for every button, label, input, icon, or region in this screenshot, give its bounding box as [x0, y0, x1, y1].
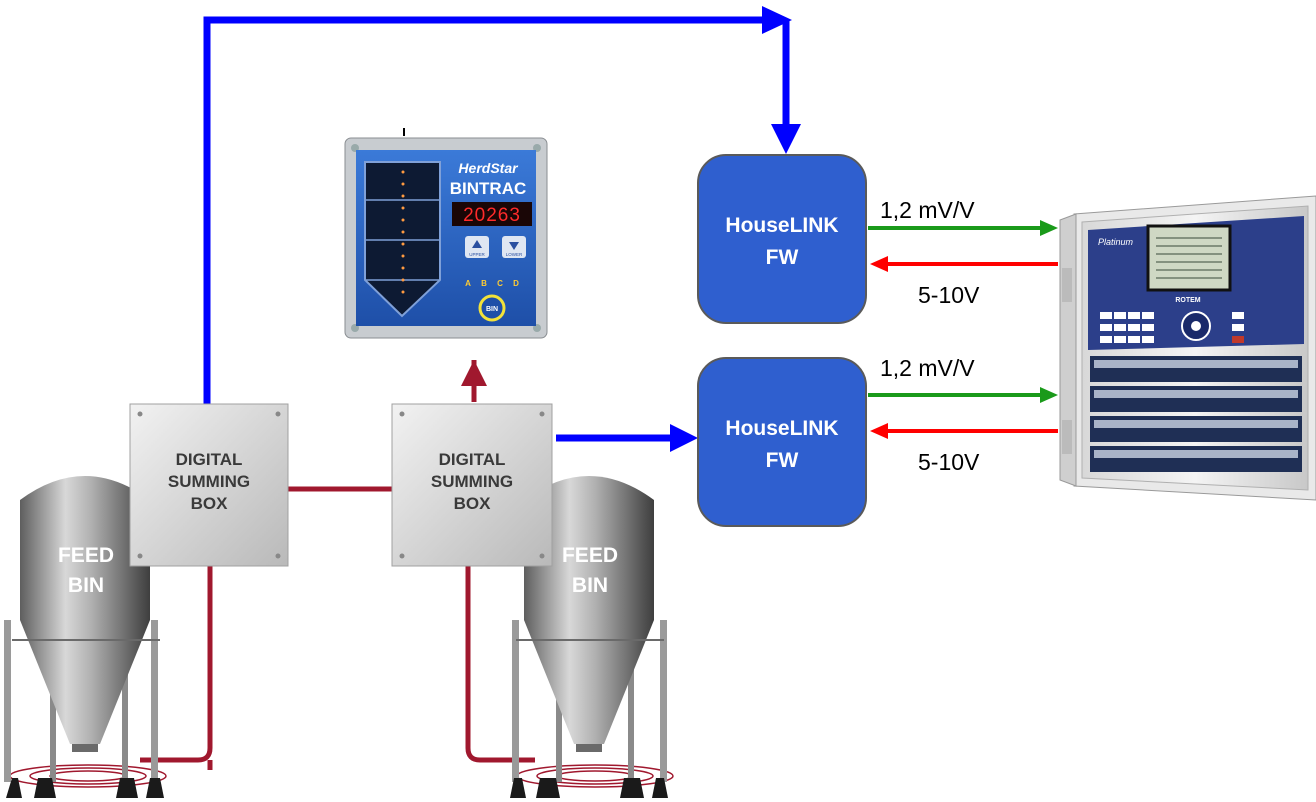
- houselink-bottom: HouseLINK FW: [697, 357, 867, 527]
- controller-terminal-rows: [1090, 356, 1302, 472]
- bintrac-bin-button[interactable]: [478, 294, 506, 322]
- arrow-right-icon: [762, 6, 792, 34]
- feed-bin-right: FEED BIN: [510, 476, 668, 798]
- summing-box-label-line3: BOX: [191, 494, 229, 513]
- houselink-top: HouseLINK FW: [697, 154, 867, 324]
- out-signal-label: 1,2 mV/V: [880, 355, 975, 381]
- out-signal-label: 1,2 mV/V: [880, 197, 975, 223]
- summing-box-label-line1: DIGITAL: [439, 450, 506, 469]
- bintrac-display-icon: HerdStar BINTRAC 20263 UPPER LOWER A B C…: [344, 128, 548, 339]
- bintrac-upper-label: UPPER: [469, 252, 485, 257]
- controller-icon: Platinum ROTEM: [1059, 195, 1316, 501]
- bintrac-bin-button-label: BIN: [486, 306, 498, 313]
- arrow-down-icon: [771, 124, 801, 154]
- bintrac-lower-label: LOWER: [506, 252, 523, 257]
- feed-bin-label-line2: BIN: [572, 574, 608, 597]
- houselink-label-line2: FW: [766, 449, 799, 472]
- summing-box-icon: [391, 403, 553, 567]
- load-cell-rings: [9, 764, 674, 788]
- signal-arrows-top: 1,2 mV/V 5-10V: [868, 197, 1058, 308]
- houselink-label-line1: HouseLINK: [725, 214, 838, 237]
- feed-bin-label-line2: BIN: [68, 574, 104, 597]
- signal-arrows-bottom: 1,2 mV/V 5-10V: [868, 355, 1058, 475]
- feed-bin-icon: [510, 476, 668, 798]
- arrow-up-icon: [461, 360, 487, 386]
- bintrac-product: BINTRAC: [450, 179, 527, 198]
- bintrac-brand: HerdStar: [458, 160, 519, 176]
- houselink-label-line1: HouseLINK: [725, 417, 838, 440]
- feed-bin-label-line1: FEED: [562, 544, 618, 567]
- right-silo-cable: [465, 566, 535, 763]
- bintrac-bin-letter: C: [497, 279, 503, 288]
- arrow-left-icon: [870, 256, 888, 272]
- arrow-right-icon: [670, 424, 698, 452]
- data-lines: [203, 16, 790, 442]
- summing-box-label-line3: BOX: [454, 494, 492, 513]
- summing-box-label-line2: SUMMING: [431, 472, 513, 491]
- houselink-label-line2: FW: [766, 246, 799, 269]
- feed-bin-label-line1: FEED: [58, 544, 114, 567]
- feed-bin-left: FEED BIN: [4, 476, 164, 798]
- bintrac-readout: 20263: [463, 205, 521, 226]
- in-signal-label: 5-10V: [918, 449, 980, 475]
- summing-box-left: DIGITAL SUMMING BOX: [129, 403, 289, 567]
- left-silo-cable: [140, 566, 213, 763]
- summing-box-right: DIGITAL SUMMING BOX: [391, 403, 553, 567]
- summing-box-label-line1: DIGITAL: [176, 450, 243, 469]
- feed-bin-icon: [4, 476, 164, 798]
- bintrac-bin-letter: D: [513, 279, 519, 288]
- bintrac-bin-letter: B: [481, 279, 487, 288]
- summing-box-label-line2: SUMMING: [168, 472, 250, 491]
- summing-box-icon: [129, 403, 289, 567]
- arrow-left-icon: [870, 423, 888, 439]
- arrow-right-icon: [1040, 387, 1058, 403]
- in-signal-label: 5-10V: [918, 282, 980, 308]
- arrow-right-icon: [1040, 220, 1058, 236]
- bintrac-bin-letter: A: [465, 279, 471, 288]
- controller-model-strip: ROTEM: [1175, 297, 1200, 304]
- controller-brand: Platinum: [1098, 237, 1134, 247]
